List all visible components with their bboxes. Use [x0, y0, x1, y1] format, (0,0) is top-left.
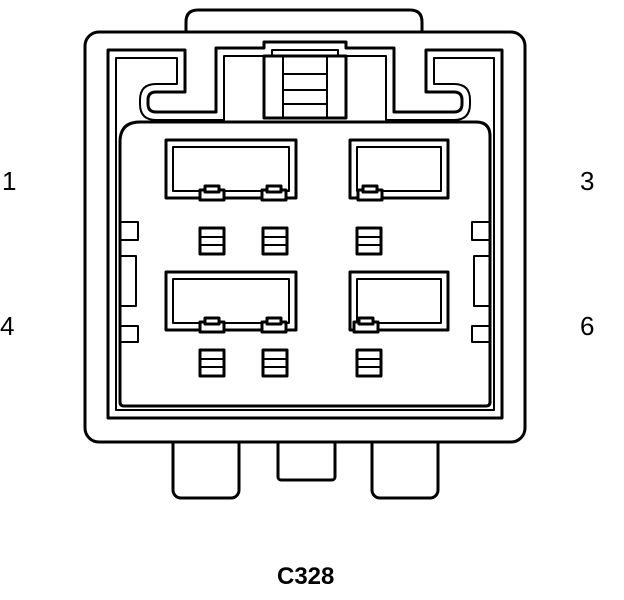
probe-slot	[355, 348, 383, 378]
pin-label-3: 3	[580, 166, 595, 196]
pin-label-4: 4	[0, 311, 15, 341]
probe-slot	[261, 348, 289, 378]
probe-slot	[261, 226, 289, 256]
pin-cavity-4-5	[164, 270, 298, 332]
pin-cavity-1-2	[164, 138, 298, 200]
pin-cavity-3	[348, 138, 450, 200]
top-latch-tab	[184, 8, 424, 34]
terminal-tab	[198, 184, 226, 202]
latch-window	[262, 54, 348, 120]
terminal-tab	[260, 184, 288, 202]
terminal-tab	[352, 316, 380, 334]
housing-inner-contour	[106, 40, 504, 420]
terminal-tab	[260, 316, 288, 334]
probe-slot	[198, 226, 226, 256]
pin-label-6: 6	[580, 311, 595, 341]
left-side-guide	[120, 221, 139, 343]
connector-housing	[83, 30, 527, 444]
pin-cavity-field	[118, 120, 492, 408]
probe-slot	[198, 348, 226, 378]
probe-slot	[355, 226, 383, 256]
terminal-tab	[356, 184, 384, 202]
connector-id-label: C328	[277, 563, 335, 590]
terminal-tab	[198, 316, 226, 334]
right-side-guide	[471, 221, 490, 343]
pin-label-1: 1	[2, 166, 17, 196]
pin-cavity-6	[348, 270, 450, 332]
